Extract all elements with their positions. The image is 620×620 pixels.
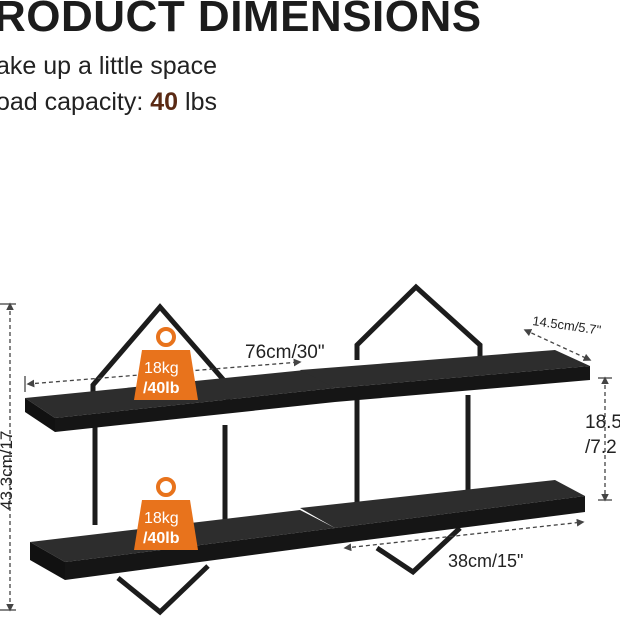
gap-label-top: 18.5c xyxy=(585,412,620,433)
shelf-board-top-right xyxy=(300,350,590,402)
ring-icon xyxy=(156,477,176,497)
badge-bottom-kg: 18kg xyxy=(144,510,179,527)
page-title: RODUCT DIMENSIONS xyxy=(0,0,482,41)
ring-icon xyxy=(156,327,176,347)
gap-label-bottom: /7.2 xyxy=(585,437,617,458)
shelf-length-label: 38cm/15" xyxy=(448,551,523,571)
feature-load-capacity: oad capacity: 40 lbs xyxy=(0,88,217,117)
shelf-boards xyxy=(25,350,590,580)
shelf-board-bottom-right xyxy=(300,480,585,544)
width-label: 76cm/30" xyxy=(245,342,325,363)
load-unit: lbs xyxy=(178,88,217,116)
load-label: oad capacity: xyxy=(0,88,151,116)
height-label: 43.3cm/17 xyxy=(0,431,16,510)
badge-top-kg: 18kg xyxy=(144,360,179,377)
feature-space: ake up a little space xyxy=(0,52,217,80)
badge-top-lb: /40lb xyxy=(143,380,180,397)
load-value: 40 xyxy=(150,88,179,116)
badge-bottom-lb: /40lb xyxy=(143,530,180,547)
depth-label: 14.5cm/5.7" xyxy=(532,313,603,338)
dimension-ticks xyxy=(0,303,612,611)
load-badge-bottom: 18kg /40lb xyxy=(134,477,198,550)
load-badge-top: 18kg /40lb xyxy=(134,327,198,400)
